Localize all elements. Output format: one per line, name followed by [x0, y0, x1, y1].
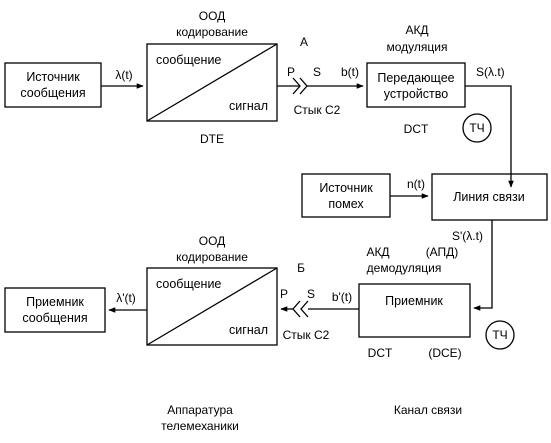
tch-bottom-label: ТЧ — [492, 328, 507, 342]
source-message-block — [4, 62, 102, 108]
ood-bottom-block — [146, 267, 278, 346]
p-top-label: P — [287, 65, 295, 79]
s-lambda-label: S(λ.t) — [476, 65, 505, 79]
tch-bottom-circle — [485, 320, 515, 350]
ood-top-upper: сообщение — [156, 53, 221, 67]
ood-top-diagonal — [146, 43, 278, 122]
ood-top-heading2: кодирование — [176, 25, 248, 39]
s-prime-label: S'(λ.t) — [452, 229, 483, 243]
b-prime-label: b'(t) — [332, 290, 352, 304]
dct-top-label: DCT — [404, 122, 429, 136]
transmitter-line2: устройство — [384, 87, 448, 101]
caption-apparatus-line1: Аппаратура — [167, 403, 233, 417]
receiver-label: Приемник — [385, 294, 443, 308]
transmitter-block — [366, 62, 466, 108]
ood-bottom-heading1: ООД — [199, 234, 226, 248]
akd-mod-line1: АКД — [405, 23, 428, 37]
link-block — [431, 173, 548, 221]
junction-bottom-label: Стык С2 — [283, 328, 330, 342]
caption-channel: Канал связи — [394, 403, 462, 417]
link-label: Линия связи — [453, 190, 525, 204]
caption-apparatus-line2: телемеханики — [161, 419, 239, 433]
noise-source-line2: помех — [328, 197, 364, 211]
point-b-label: Б — [297, 261, 305, 275]
s-top-label: S — [313, 65, 321, 79]
apd-label: (АПД) — [426, 245, 459, 259]
point-a-label: А — [300, 35, 308, 49]
receiver-block — [358, 283, 471, 338]
tch-top-circle — [462, 113, 492, 143]
source-message-line2: сообщения — [20, 86, 85, 100]
n-t-label: n(t) — [407, 177, 425, 191]
akd-demod-line1: АКД — [366, 245, 389, 259]
signal-to-link-arrow — [465, 85, 514, 188]
link-to-receiver-arrow — [473, 220, 493, 311]
junction-top-label: Стык С2 — [294, 103, 341, 117]
ood-bottom-diagonal — [146, 267, 278, 346]
lambda-prime-label: λ'(t) — [116, 291, 136, 305]
b-t-label: b(t) — [341, 65, 359, 79]
receiver-message-line2: сообщения — [22, 311, 87, 325]
ood-bottom-lower: сигнал — [229, 323, 268, 337]
receiver-message-block — [4, 287, 106, 333]
s-bottom-label: S — [307, 287, 315, 301]
ood-top-heading1: ООД — [199, 9, 226, 23]
ood-bottom-heading2: кодирование — [176, 250, 248, 264]
receiver-message-line1: Приемник — [26, 295, 84, 309]
akd-mod-line2: модуляция — [387, 40, 448, 54]
dct-bottom-label: DCT — [368, 346, 393, 360]
ood-bottom-upper: сообщение — [156, 277, 221, 291]
source-message-line1: Источник — [26, 70, 80, 84]
junction-bottom-connector — [292, 300, 309, 318]
noise-source-line1: Источник — [319, 181, 373, 195]
dce-label: (DCE) — [428, 346, 461, 360]
akd-demod-line2: демодуляция — [367, 261, 442, 275]
p-bottom-label: P — [280, 287, 288, 301]
ood-top-lower: сигнал — [229, 99, 268, 113]
dte-label: DTE — [200, 132, 224, 146]
tch-top-label: ТЧ — [469, 121, 484, 135]
transmitter-line1: Передающее — [377, 71, 454, 85]
ood-top-block — [146, 43, 278, 122]
lambda-label: λ(t) — [115, 68, 132, 82]
